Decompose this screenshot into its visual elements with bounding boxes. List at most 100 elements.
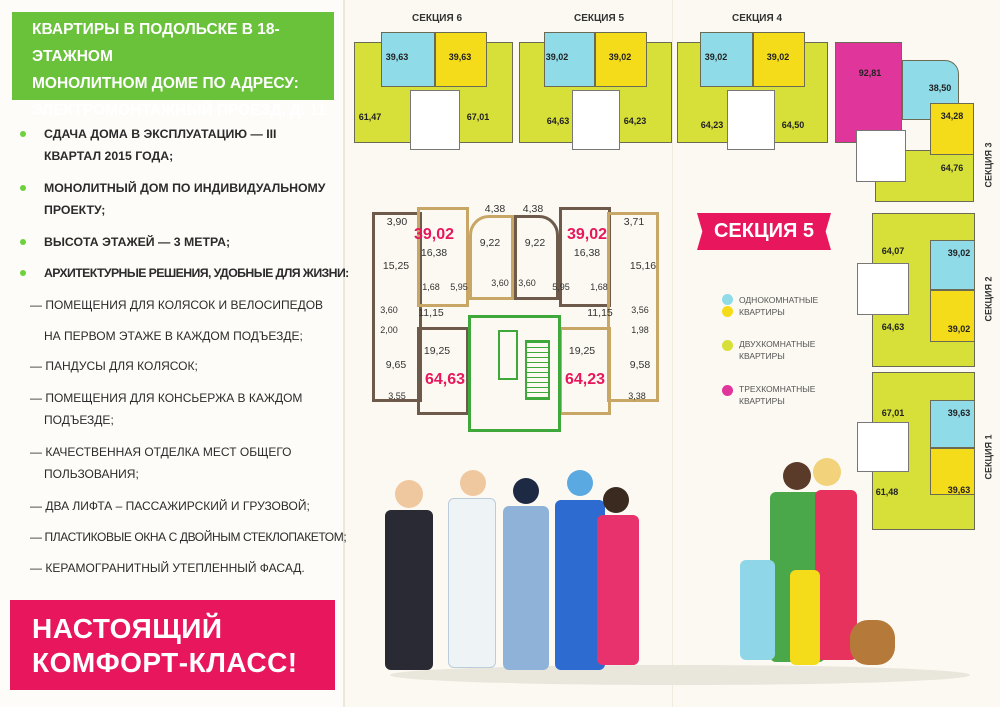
room-area: 3,55 [388, 391, 406, 401]
room-area: 15,16 [629, 260, 657, 272]
room-area: 3,38 [628, 391, 646, 401]
banner-line: КОМФОРТ-КЛАСС! [32, 647, 298, 678]
teacher-figure [597, 515, 639, 665]
father-figure [783, 462, 811, 490]
mother-figure [813, 458, 841, 486]
legend-swatch-magenta [722, 385, 733, 396]
room-area: 3,60 [518, 278, 536, 288]
room-area: 5,95 [552, 282, 570, 292]
stair-core [410, 90, 460, 150]
fold-line [343, 0, 345, 707]
apartment-outline [514, 215, 559, 300]
area-label: 39,02 [608, 52, 632, 62]
room-area: 19,25 [423, 345, 451, 357]
area-label: 39,63 [947, 408, 971, 418]
legend-label: ТРЕХКОМНАТНЫЕ КВАРТИРЫ [739, 383, 815, 407]
section-title: СЕКЦИЯ 5 [574, 13, 625, 24]
feature-line: — КЕРАМОГРАНИТНЫЙ УТЕПЛЕННЫЙ ФАСАД. [30, 561, 305, 575]
legend-text: ТРЕХКОМНАТНЫЕ [739, 384, 816, 394]
one-room-apartment [544, 32, 595, 87]
room-area: 4,38 [484, 203, 506, 215]
stair-core [857, 422, 909, 472]
left-panel [0, 0, 343, 707]
ground-shadow [390, 665, 970, 685]
stair-core [727, 90, 775, 150]
one-room-apartment [930, 240, 975, 290]
fold-line [672, 0, 673, 707]
bullet-icon [20, 239, 26, 245]
three-room-apartment [835, 42, 902, 143]
stair-lift-core [468, 315, 561, 432]
legend-text: КВАРТИРЫ [739, 351, 785, 361]
room-area: 16,38 [573, 247, 601, 259]
apartment-outline [417, 327, 469, 415]
room-area: 11,15 [587, 307, 613, 319]
worker-figure [567, 470, 593, 496]
bullet-icon [20, 131, 26, 137]
bullet-text: АРХИТЕКТУРНЫЕ РЕШЕНИЯ, УДОБНЫЕ ДЛЯ ЖИЗНИ… [44, 266, 349, 280]
area-label: 39,02 [947, 248, 971, 258]
legend-text: КВАРТИРЫ [739, 396, 785, 406]
legend-text: ОДНОКОМНАТНЫЕ [739, 295, 819, 305]
feature-line: — ДВА ЛИФТА – ПАССАЖИРСКИЙ И ГРУЗОВОЙ; [30, 499, 310, 513]
doctor-figure [448, 498, 496, 668]
one-room-apartment [930, 400, 975, 448]
area-label: 39,02 [704, 52, 728, 62]
area-label: 61,47 [358, 112, 382, 122]
girl-figure [740, 560, 775, 660]
room-area: 4,38 [522, 203, 544, 215]
area-label: 39,63 [385, 52, 409, 62]
area-label: 38,50 [928, 83, 952, 93]
area-label: 39,02 [947, 324, 971, 334]
feature-line: — ПЛАСТИКОВЫЕ ОКНА С ДВОЙНЫМ СТЕКЛОПАКЕТ… [30, 530, 347, 544]
stairs-icon [525, 340, 550, 400]
area-label: 67,01 [881, 408, 905, 418]
area-label: 34,28 [940, 111, 964, 121]
one-room-apartment [753, 32, 805, 87]
room-area: 1,98 [631, 325, 649, 335]
dog-figure [850, 620, 895, 665]
one-room-apartment [435, 32, 487, 87]
room-area: 3,56 [631, 305, 649, 315]
room-area: 2,00 [380, 325, 398, 335]
section-title: СЕКЦИЯ 6 [412, 13, 463, 24]
waiter-figure [385, 510, 433, 670]
feature-line: — КАЧЕСТВЕННАЯ ОТДЕЛКА МЕСТ ОБЩЕГО [30, 445, 292, 459]
section-title: СЕКЦИЯ 1 [983, 434, 994, 480]
stair-core [856, 130, 906, 182]
feature-line: ПОДЪЕЗДЕ; [44, 413, 114, 427]
apartment-outline [372, 212, 422, 402]
room-area: 1,68 [590, 282, 608, 292]
area-label: 39,63 [448, 52, 472, 62]
apartment-total-area: 39,02 [566, 226, 608, 243]
legend-swatch-lime [722, 340, 733, 351]
one-room-apartment [930, 103, 974, 155]
feature-line: — ПАНДУСЫ ДЛЯ КОЛЯСОК; [30, 359, 198, 373]
one-room-apartment [595, 32, 647, 87]
apartment-total-area: 39,02 [413, 226, 455, 243]
area-label: 92,81 [858, 68, 882, 78]
bullet-item: АРХИТЕКТУРНЫЕ РЕШЕНИЯ, УДОБНЫЕ ДЛЯ ЖИЗНИ… [20, 262, 362, 284]
room-area: 9,22 [479, 237, 501, 249]
room-area: 3,90 [386, 216, 408, 228]
police-figure [513, 478, 539, 504]
room-area: 16,38 [420, 247, 448, 259]
feature-line: ПОЛЬЗОВАНИЯ; [44, 467, 139, 481]
doctor-figure [460, 470, 486, 496]
banner-line: НАСТОЯЩИЙ [32, 613, 223, 644]
feature-line: НА ПЕРВОМ ЭТАЖЕ В КАЖДОМ ПОДЪЕЗДЕ; [44, 329, 303, 343]
address-banner: КВАРТИРЫ В ПОДОЛЬСКЕ В 18-ЭТАЖНОМ МОНОЛИ… [12, 12, 334, 119]
comfort-class-banner: НАСТОЯЩИЙ КОМФОРТ-КЛАСС! [10, 600, 335, 690]
stair-core [857, 263, 909, 315]
room-area: 9,58 [629, 359, 651, 371]
feature-line: — ПОМЕЩЕНИЯ ДЛЯ КОЛЯСОК И ВЕЛОСИПЕДОВ [30, 298, 324, 312]
area-label: 39,63 [947, 485, 971, 495]
bullet-item: МОНОЛИТНЫЙ ДОМ ПО ИНДИВИДУАЛЬНОМУ ПРОЕКТ… [20, 177, 330, 221]
area-label: 64,23 [623, 116, 647, 126]
worker-figure [555, 500, 605, 670]
apartment-total-area: 64,23 [564, 371, 606, 388]
room-area: 15,25 [382, 260, 410, 272]
area-label: 64,63 [881, 322, 905, 332]
